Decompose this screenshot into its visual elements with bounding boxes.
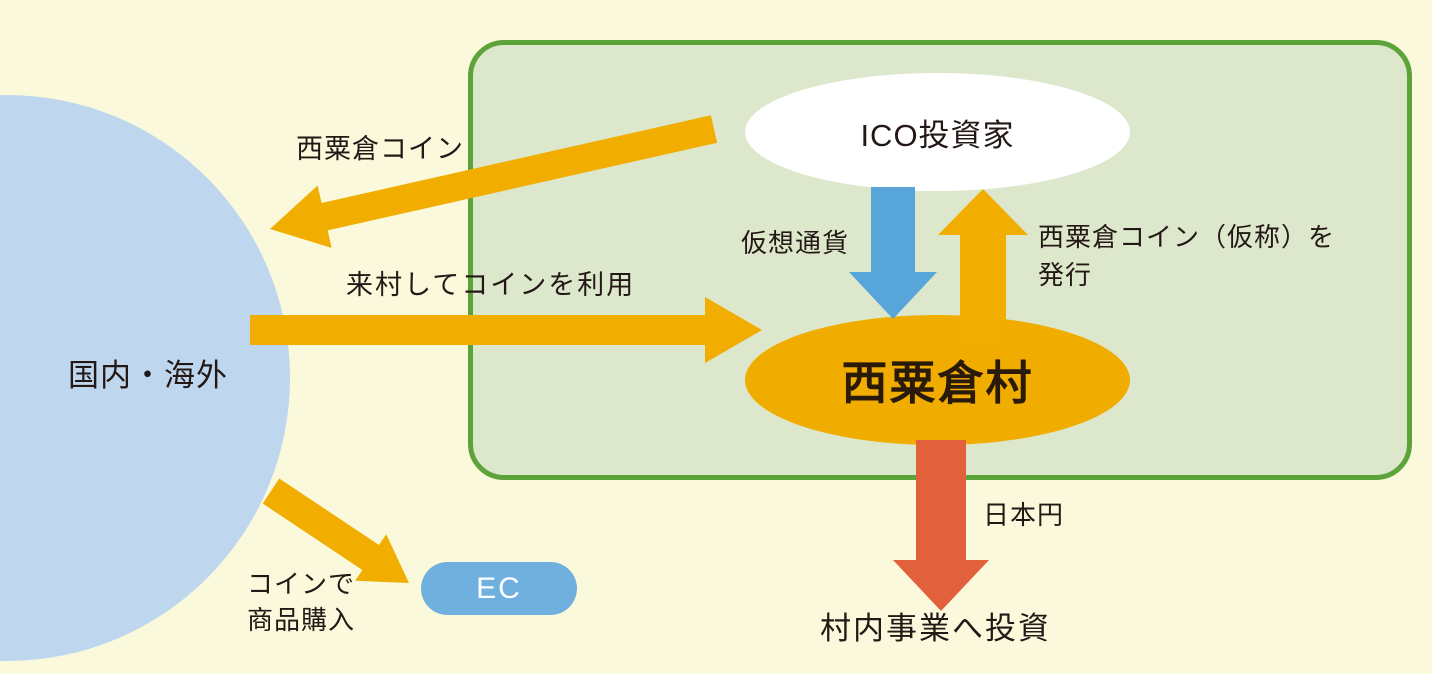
ec-node: EC (421, 562, 577, 615)
issue-coin-label-line1: 西粟倉コイン（仮称）を (1038, 222, 1336, 252)
invest-target-label: 村内事業へ投資 (820, 611, 1051, 646)
issue-coin-label: 西粟倉コイン（仮称）を 発行 (1038, 218, 1335, 294)
issue-coin-label-line2: 発行 (1038, 260, 1093, 290)
village-node: 西粟倉村 (745, 315, 1130, 445)
village-label: 西粟倉村 (841, 357, 1034, 409)
ec-label: EC (476, 571, 522, 605)
ico-investors-label: ICO投資家 (860, 117, 1015, 153)
buy-products-label-line1: コインで (247, 569, 356, 599)
send-coin-arrow-label: 西粟倉コイン (296, 134, 464, 164)
buy-products-label-line2: 商品購入 (247, 605, 356, 635)
domestic-overseas-label: 国内・海外 (68, 358, 228, 393)
ico-investors-node: ICO投資家 (745, 73, 1130, 191)
japanese-yen-label: 日本円 (983, 500, 1065, 530)
buy-products-label: コインで 商品購入 (247, 566, 355, 638)
visit-arrow-label: 来村してコインを利用 (346, 270, 636, 300)
virtual-currency-label: 仮想通貨 (741, 228, 850, 258)
